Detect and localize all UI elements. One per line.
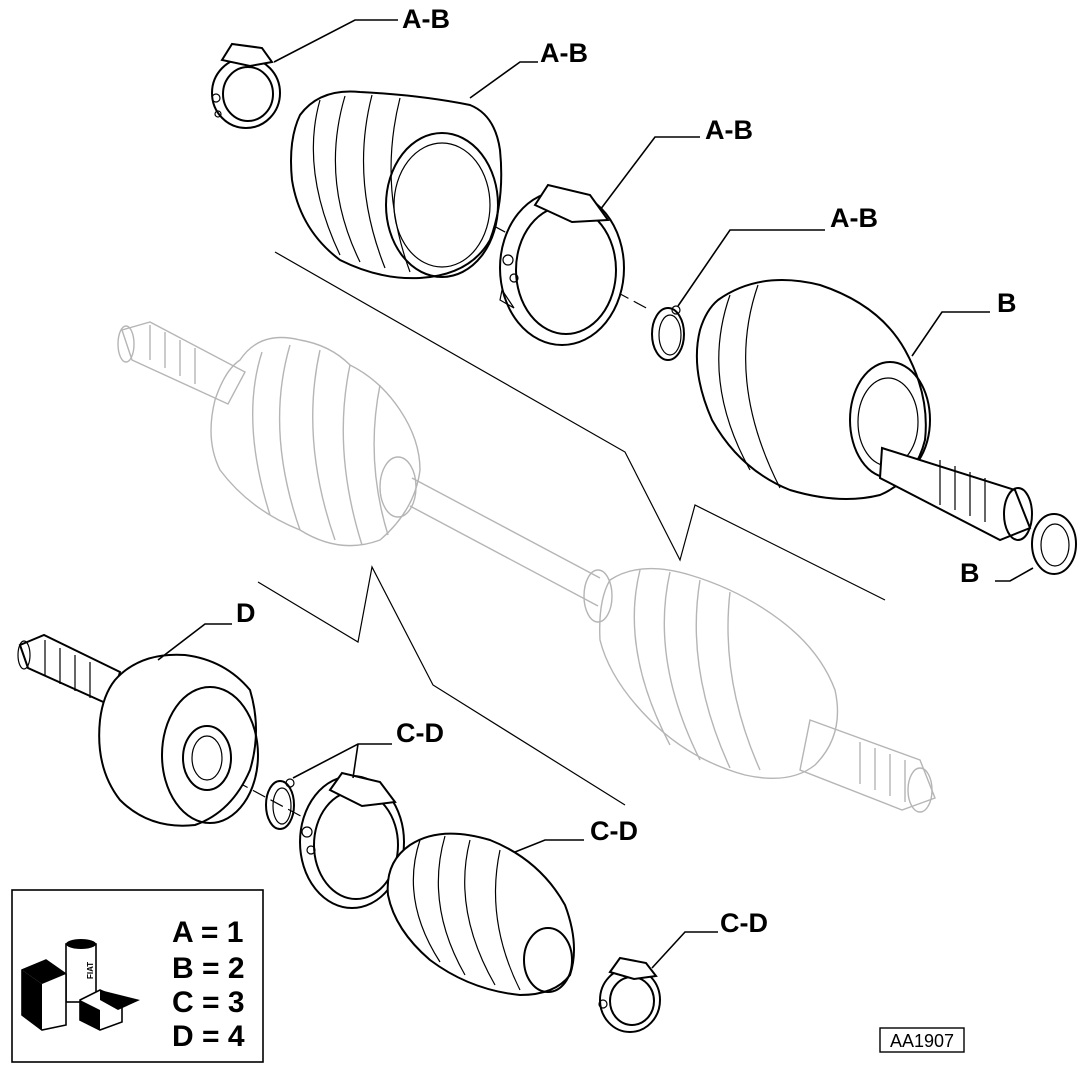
callout-boot-bottom: C-D <box>590 816 638 846</box>
circlip-bottom <box>265 778 295 830</box>
callout-clip-large-bottom: C-D <box>396 718 444 748</box>
leader-lines <box>157 19 1034 969</box>
washer <box>1031 513 1077 575</box>
large-clamp-bottom <box>299 771 405 909</box>
fiat-grease-kit-icon: FIAT <box>21 939 140 1031</box>
callout-circlip-top: A-B <box>830 203 878 233</box>
outer-cv-joint <box>695 279 1033 542</box>
legend-row-a: A = 1 <box>172 916 243 949</box>
callout-washer: B <box>960 558 980 588</box>
inner-joint <box>17 633 259 827</box>
small-clamp-bottom <box>598 956 661 1033</box>
circlip-top <box>651 305 685 361</box>
small-clamp-top <box>211 42 281 129</box>
legend-row-b: B = 2 <box>172 952 245 985</box>
large-clamp-top <box>499 183 625 346</box>
boot-top <box>290 90 503 280</box>
callout-inner-joint: D <box>236 598 256 628</box>
section-break-lines <box>257 251 886 806</box>
callout-clip-small-top: A-B <box>402 4 450 34</box>
legend-row-d: D = 4 <box>172 1020 245 1053</box>
driveshaft-assembly-ghost <box>117 321 936 813</box>
callout-outer-joint: B <box>997 288 1017 318</box>
callout-boot-top: A-B <box>540 38 588 68</box>
reference-code-box: AA1907 <box>879 1027 965 1053</box>
legend-box: FIAT A = 1 B = 2 C = 3 D = 4 <box>11 889 264 1063</box>
legend-row-c: C = 3 <box>172 986 245 1019</box>
boot-bottom <box>386 832 575 997</box>
svg-text:FIAT: FIAT <box>86 962 95 979</box>
callout-clip-large-top: A-B <box>705 115 753 145</box>
reference-code: AA1907 <box>890 1031 954 1051</box>
callout-clip-small-bottom: C-D <box>720 908 768 938</box>
